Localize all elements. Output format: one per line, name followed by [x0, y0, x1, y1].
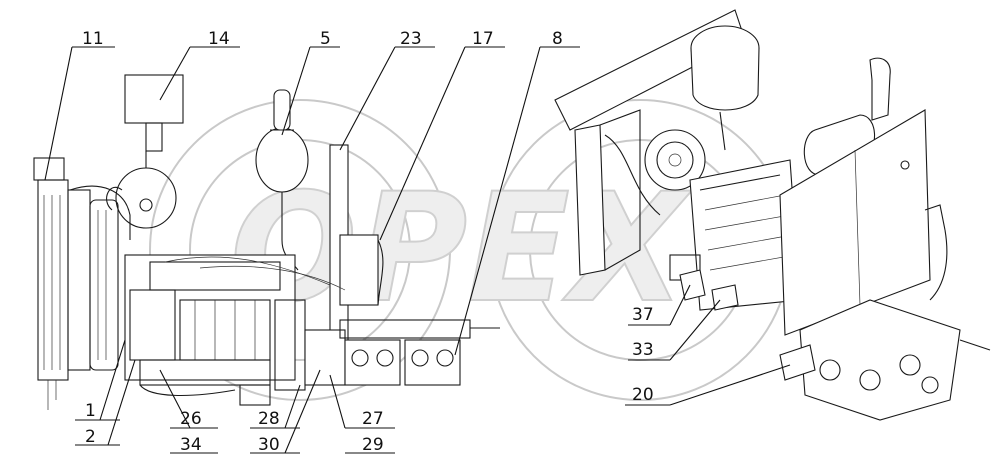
- callout-14: 14: [208, 29, 230, 49]
- engine-block: [124, 254, 346, 406]
- callout-27: 27: [362, 409, 384, 429]
- iso-air-filter: [690, 25, 760, 151]
- callout-23: 23: [400, 29, 422, 49]
- callout-1: 1: [85, 401, 96, 421]
- watermark-text: OPEX: [230, 162, 692, 336]
- mounting-panel: [329, 144, 384, 376]
- callout-8: 8: [552, 29, 563, 49]
- callout-34: 34: [180, 435, 202, 455]
- fan-shroud: [69, 185, 131, 371]
- iso-side-panel: [779, 109, 948, 336]
- radiator: [33, 157, 91, 410]
- callout-28: 28: [258, 409, 280, 429]
- callout-20: 20: [632, 385, 654, 405]
- iso-fan: [604, 129, 706, 216]
- air-filter: [106, 74, 184, 229]
- callout-11: 11: [82, 29, 104, 49]
- callout-2: 2: [85, 427, 96, 447]
- muffler: [255, 89, 309, 271]
- callout-17: 17: [472, 29, 494, 49]
- engine-iso-view: [554, 9, 991, 421]
- callout-29: 29: [362, 435, 384, 455]
- pump-drive: [304, 319, 500, 386]
- callout-30: 30: [258, 435, 280, 455]
- iso-pumps: [779, 299, 991, 421]
- callout-26: 26: [180, 409, 202, 429]
- callouts: 11 14 5 23 17 8 1 2 26 34: [44, 29, 791, 455]
- engine-side-view: [33, 74, 500, 410]
- iso-engine-block: [669, 159, 801, 311]
- callout-33: 33: [632, 340, 654, 360]
- callout-37: 37: [632, 305, 654, 325]
- callout-5: 5: [320, 29, 331, 49]
